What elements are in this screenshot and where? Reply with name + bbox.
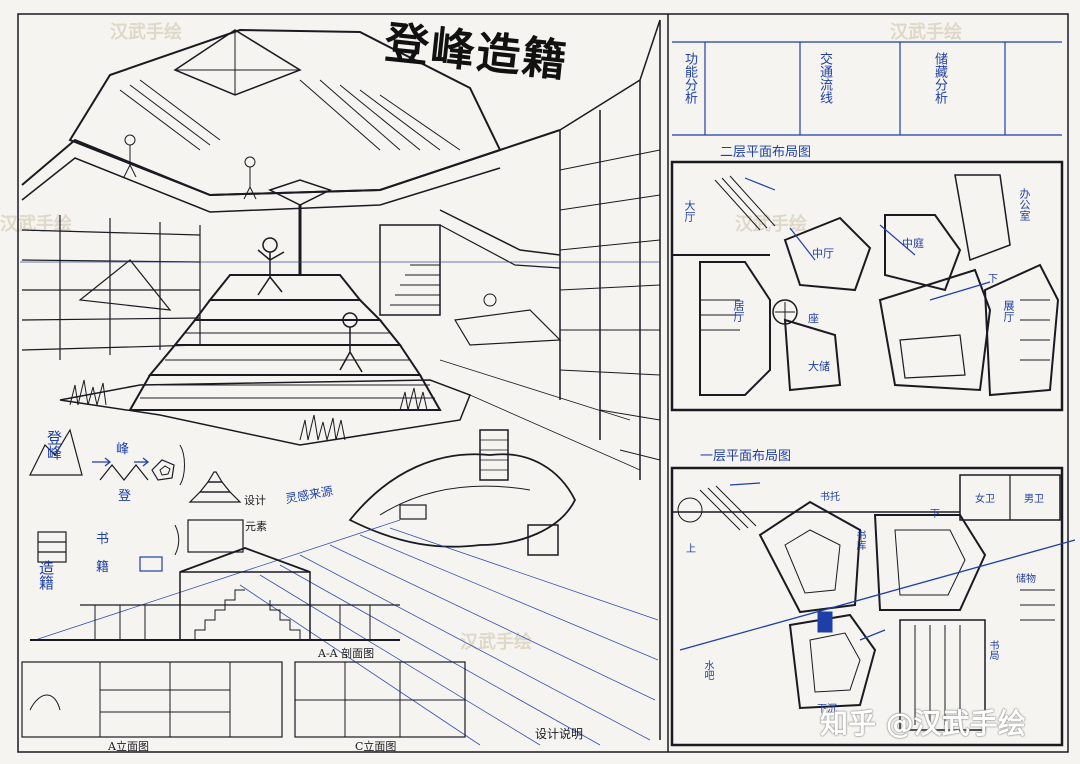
perspective-sketch <box>21 19 661 740</box>
watermark: 汉武手绘 <box>735 214 807 235</box>
watermark: 汉武手绘 <box>110 22 182 43</box>
room-label: 男卫 <box>1024 494 1044 505</box>
watermark: 汉武手绘 <box>460 632 532 653</box>
concept-chain-book: 书 <box>96 532 110 547</box>
room-label: 下 <box>930 509 940 520</box>
room-label: 下 <box>988 274 998 285</box>
room-label: 办公室 <box>1018 188 1031 221</box>
concept-chain-peak: 峰 <box>116 442 130 457</box>
concept-word-2: 造籍 <box>37 560 55 590</box>
room-label: 座 <box>808 312 819 325</box>
concept-chain-books: 籍 <box>96 560 110 575</box>
concept-word-1: 登峰 <box>45 430 63 460</box>
room-label: 储物 <box>1016 574 1036 585</box>
elevation-c-label: C立面图 <box>355 740 397 753</box>
room-label: 水吧 <box>702 660 713 680</box>
concept-sketches <box>29 428 244 572</box>
room-label: 中庭 <box>902 237 924 250</box>
section-aa-label: A-A 剖面图 <box>318 647 375 660</box>
concept-chain-climb: 登 <box>118 489 132 504</box>
room-label: 中厅 <box>812 247 834 260</box>
room-label: 女卫 <box>975 494 995 505</box>
room-label: 上 <box>686 544 696 555</box>
floor-plan-lower <box>670 466 1076 747</box>
plan-lower-title: 一层平面布局图 <box>700 449 792 464</box>
watermark: 汉武手绘 <box>890 22 962 43</box>
analysis-table <box>667 14 1062 752</box>
section-sketch <box>30 547 400 641</box>
room-label: 书局 <box>987 640 998 660</box>
room-label: 下沉 <box>817 704 837 715</box>
room-label: 居厅 <box>732 300 745 322</box>
room-label: 书库 <box>854 530 865 550</box>
table-header-storage: 储藏分析 <box>932 52 947 104</box>
plan-upper-title: 二层平面布局图 <box>720 145 812 160</box>
room-label: 大厅 <box>683 200 696 222</box>
credit-watermark: 知乎 @汉武手绘 <box>820 707 1026 740</box>
elevation-sketches <box>21 661 466 738</box>
table-header-traffic: 交通流线 <box>817 52 832 104</box>
sculpture-sketch <box>348 429 577 556</box>
floor-plan-upper <box>670 160 1064 412</box>
concept-design-label: 设计 <box>244 494 266 507</box>
room-label: 大储 <box>808 360 830 373</box>
room-label: 书托 <box>820 492 840 503</box>
design-note-label: 设计说明 <box>535 727 584 741</box>
concept-element-label: 元素 <box>245 520 267 533</box>
elevation-a-label: A立面图 <box>108 740 149 753</box>
table-header-function: 功能分析 <box>682 52 697 104</box>
room-label: 展厅 <box>1002 300 1015 322</box>
